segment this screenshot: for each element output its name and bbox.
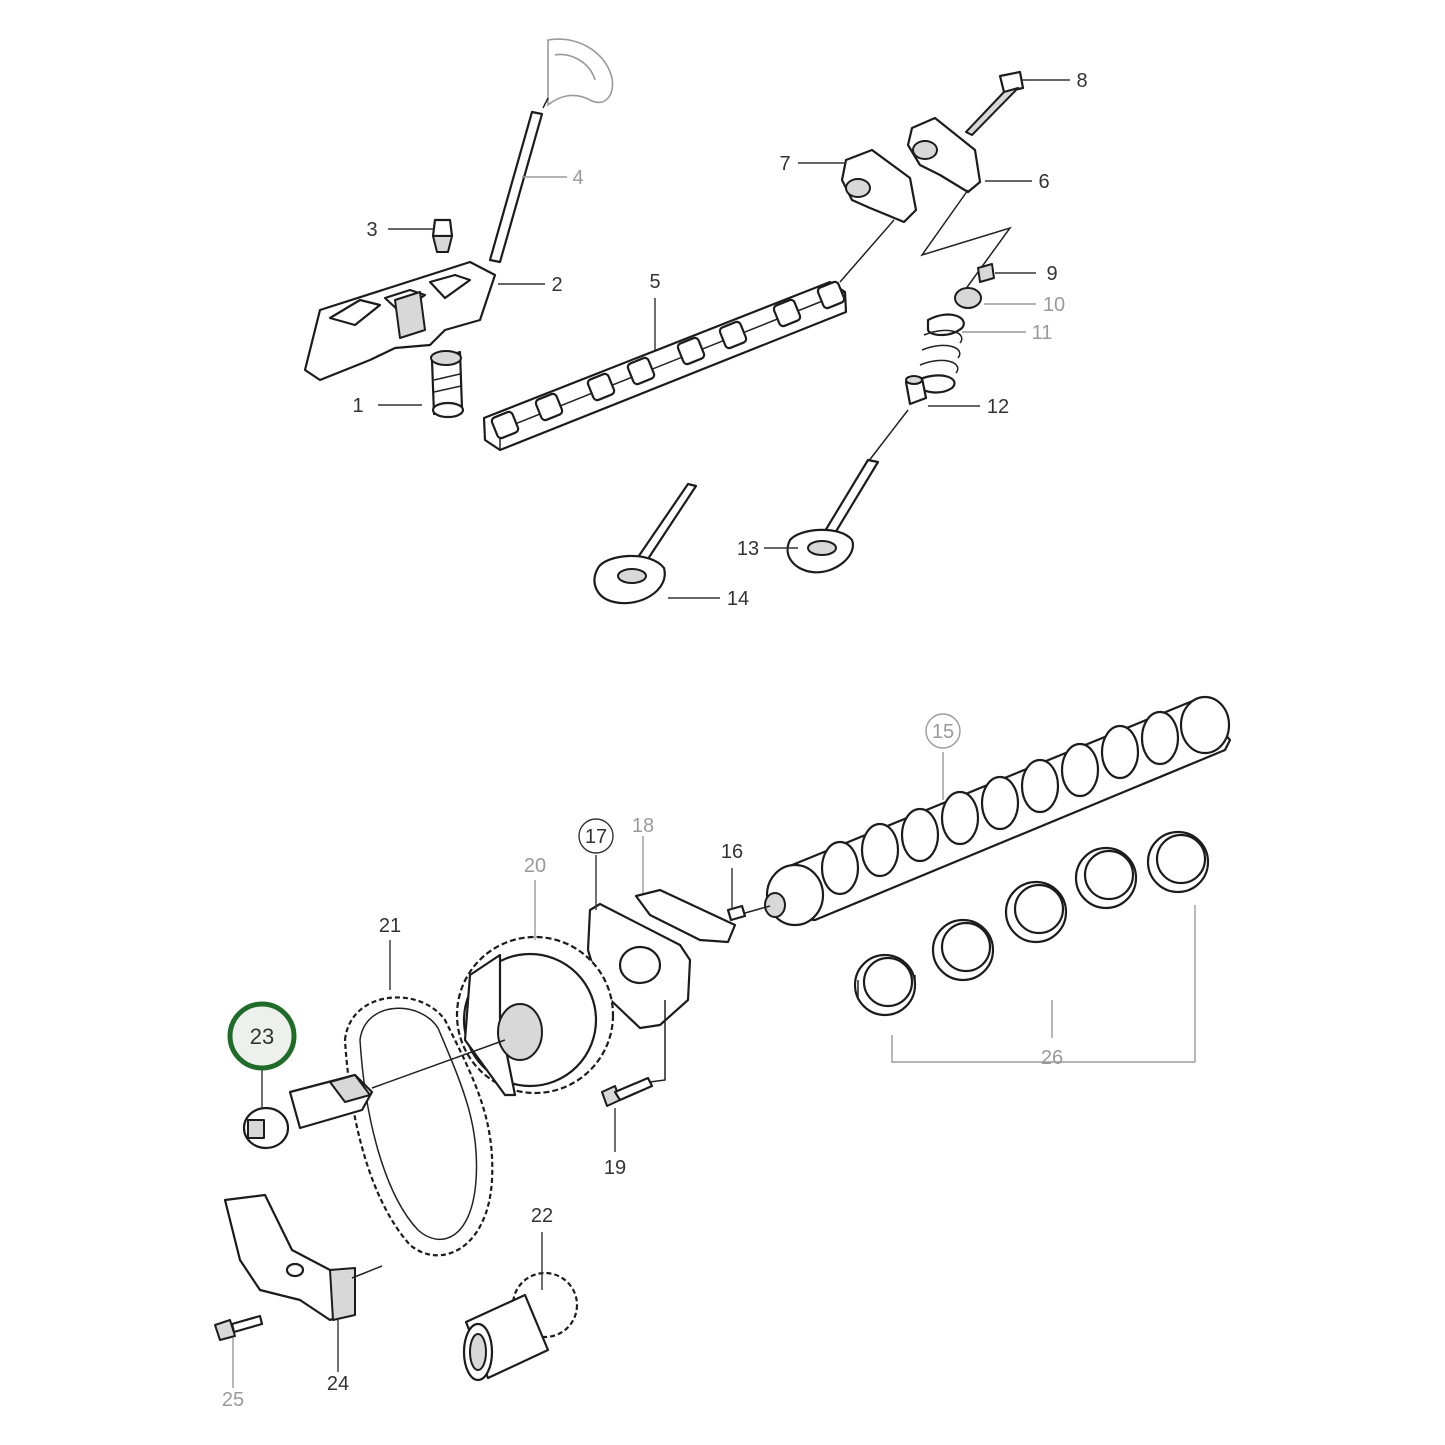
- camshaft-part: [764, 695, 1232, 927]
- callout-9: 9: [1046, 263, 1057, 285]
- pushrod-part: [488, 38, 614, 264]
- timing-chain-part: [343, 996, 494, 1257]
- callout-26: 26: [1041, 1047, 1063, 1069]
- callout-22: 22: [531, 1205, 553, 1227]
- leader-lines: [232, 79, 1196, 1388]
- callout-labels: 1 2 3 4 5 6 7 8 9 10 11 12 13 14 15 16 1…: [222, 70, 1088, 1411]
- rocker-arm-6-part: [906, 116, 982, 194]
- callout-17-group: 17: [578, 818, 614, 854]
- callout-18: 18: [632, 815, 654, 837]
- chain-tensioner-part: [223, 1193, 357, 1322]
- callout-25: 25: [222, 1389, 244, 1411]
- callout-23: 23: [250, 1024, 274, 1049]
- callout-13: 13: [737, 538, 759, 560]
- callout-15-group: 15: [925, 713, 961, 749]
- dowel-pin-part: [726, 904, 747, 922]
- callout-23-group: 23: [227, 1001, 297, 1071]
- callout-7: 7: [779, 153, 790, 175]
- crank-sprocket-part: [462, 1271, 579, 1382]
- callout-20: 20: [524, 855, 546, 877]
- callout-4: 4: [572, 167, 583, 189]
- valve-spring-part: [916, 313, 965, 394]
- valve-key-part: [977, 263, 995, 283]
- valve-14-part: [593, 482, 698, 605]
- hydraulic-lifter-part: [430, 350, 465, 419]
- callout-17: 17: [585, 826, 607, 848]
- thrust-plate-part: [634, 888, 737, 944]
- callout-12: 12: [987, 396, 1009, 418]
- callout-10: 10: [1043, 294, 1065, 316]
- callout-11: 11: [1032, 322, 1053, 344]
- retainer-part: [954, 287, 982, 309]
- cam-bearings-part: [853, 830, 1210, 1017]
- cam-sprocket-part: [455, 935, 615, 1097]
- callout-1: 1: [352, 395, 363, 417]
- bolt-19-part: [601, 1076, 654, 1107]
- callout-24: 24: [327, 1373, 349, 1395]
- bolt-3-part: [431, 218, 454, 253]
- valve-seal-part: [904, 375, 928, 406]
- lifter-guide-part: [303, 260, 497, 382]
- callout-16: 16: [721, 841, 743, 863]
- bolt-25-part: [214, 1314, 264, 1341]
- sprocket-bolt-part: [242, 1073, 374, 1150]
- callout-8: 8: [1076, 70, 1087, 92]
- rocker-support-part: [482, 280, 848, 452]
- callout-15: 15: [932, 721, 954, 743]
- callout-19: 19: [604, 1157, 626, 1179]
- callout-6: 6: [1038, 171, 1049, 193]
- callout-14: 14: [727, 588, 749, 610]
- valve-13-part: [786, 458, 880, 574]
- callout-3: 3: [366, 219, 377, 241]
- callout-5: 5: [649, 271, 660, 293]
- bolt-8-part: [965, 70, 1025, 136]
- rocker-arm-7-part: [840, 148, 918, 224]
- callout-21: 21: [379, 915, 401, 937]
- callout-2: 2: [551, 274, 562, 296]
